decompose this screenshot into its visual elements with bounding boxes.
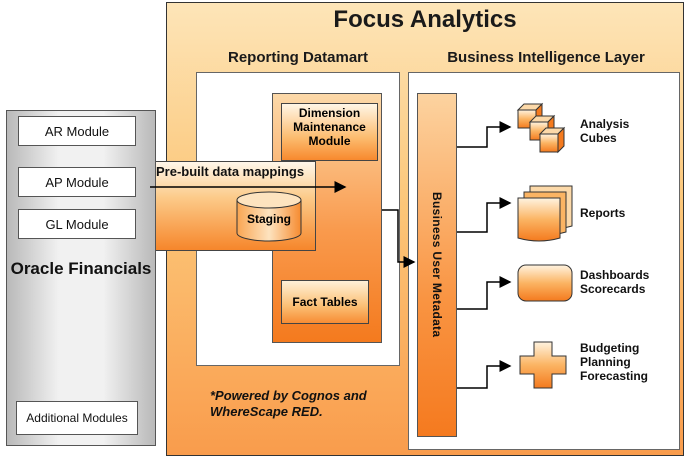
business-user-metadata: Business User Metadata [417, 93, 457, 437]
business-user-metadata-label: Business User Metadata [430, 192, 444, 338]
reporting-datamart-title: Reporting Datamart [227, 49, 369, 66]
arrow-to-dashboards [457, 276, 512, 310]
staging-label: Staging [247, 212, 291, 226]
additional-modules-box: Additional Modules [16, 401, 138, 435]
ar-module-box: AR Module [18, 116, 136, 146]
budget-cross-icon [519, 341, 567, 389]
ap-module-box: AP Module [18, 167, 136, 197]
analysis-cubes-label: Analysis Cubes [580, 117, 630, 145]
reports-icon [517, 185, 573, 242]
arrow-to-reports [457, 197, 512, 233]
datamart-to-metadata-arrow [382, 209, 416, 268]
dimension-maintenance-box: Dimension Maintenance Module [281, 103, 378, 161]
data-mappings-label: Pre-built data mappings [156, 164, 305, 179]
staging-cylinder-icon [236, 191, 302, 242]
powered-by-note: *Powered by Cognos and WhereScape RED. [210, 388, 367, 419]
fact-tables-box: Fact Tables [281, 280, 369, 324]
arrow-to-cubes [457, 121, 512, 148]
cubes-icon [516, 102, 566, 154]
bi-layer-title: Business Intelligence Layer [447, 49, 645, 66]
arrow-to-budgeting [457, 360, 512, 389]
dashboards-scorecards-label: Dashboards Scorecards [580, 268, 650, 296]
page-title: Focus Analytics [333, 6, 517, 33]
oracle-financials-panel [6, 110, 156, 446]
reports-label: Reports [580, 206, 626, 220]
business-user-metadata-column [417, 93, 457, 437]
budgeting-planning-forecasting-label: Budgeting Planning Forecasting [580, 341, 649, 383]
oracle-financials-label: Oracle Financials [10, 259, 152, 278]
dashboard-icon [517, 264, 573, 302]
gl-module-box: GL Module [18, 209, 136, 239]
